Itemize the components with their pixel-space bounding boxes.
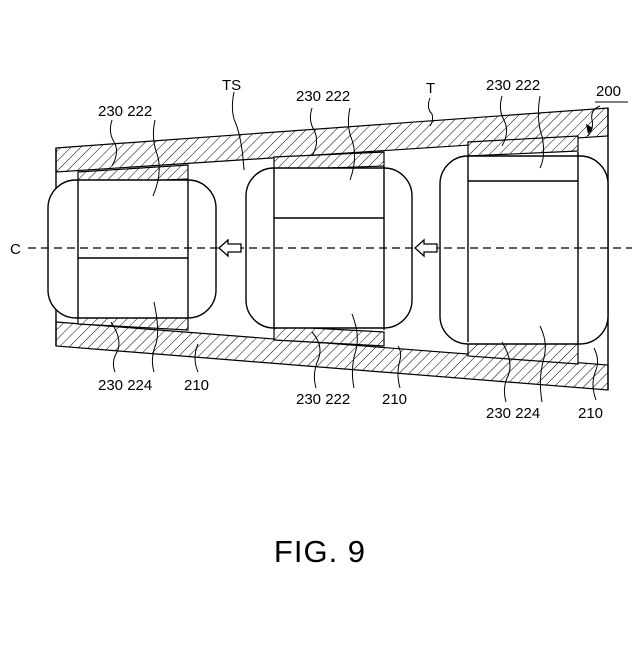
label-c: C xyxy=(10,241,21,258)
label-u3-top: 230 222 xyxy=(486,77,540,94)
unit-2 xyxy=(246,152,412,346)
label-u3-bottom-pair: 230 224 xyxy=(486,405,540,422)
left-arrow-icon xyxy=(219,240,241,256)
label-t: T xyxy=(426,80,435,97)
label-u1-bottom-pair: 230 224 xyxy=(98,377,152,394)
label-u2-top: 230 222 xyxy=(296,88,350,105)
unit-3 xyxy=(440,136,608,364)
label-u2-bottom-pair: 230 222 xyxy=(296,391,350,408)
label-u1-bottom-210: 210 xyxy=(184,377,209,394)
left-arrow-icon xyxy=(415,240,437,256)
label-200: 200 xyxy=(596,83,621,100)
label-u3-bottom-210: 210 xyxy=(578,405,603,422)
label-ts: TS xyxy=(222,77,241,94)
label-u2-bottom-210: 210 xyxy=(382,391,407,408)
label-u1-top: 230 222 xyxy=(98,103,152,120)
rotor-210 xyxy=(440,156,608,344)
figure-caption: FIG. 9 xyxy=(274,534,366,569)
rotor-210 xyxy=(48,180,216,318)
